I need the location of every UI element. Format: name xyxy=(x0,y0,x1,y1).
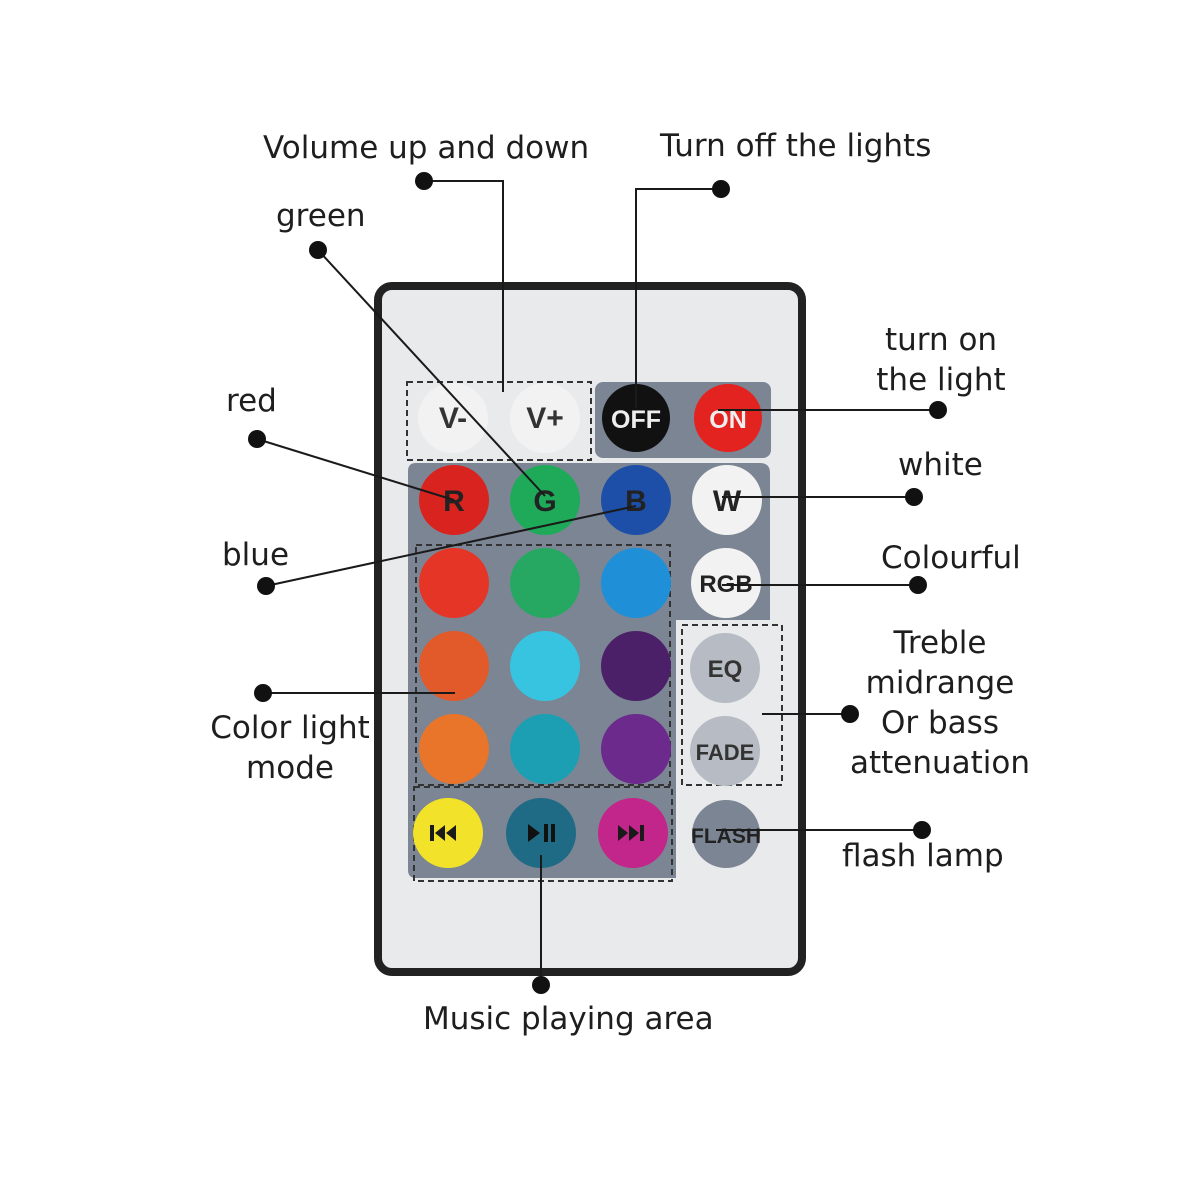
treble-line-1: Treble xyxy=(893,625,987,661)
colourful-callout: Colourful xyxy=(881,540,1021,576)
blue-label: B xyxy=(625,485,647,518)
play-pause-button[interactable] xyxy=(506,798,576,868)
color-mode-line-2: mode xyxy=(246,750,334,786)
green-callout: green xyxy=(276,198,366,234)
skip-next-icon xyxy=(618,825,644,841)
music-dot xyxy=(532,976,550,994)
off-button[interactable] xyxy=(602,384,670,452)
red-dot xyxy=(248,430,266,448)
fade-button[interactable] xyxy=(690,716,760,786)
treble-line-2: midrange xyxy=(865,665,1015,701)
volume-dot xyxy=(415,172,433,190)
red-callout: red xyxy=(226,383,277,419)
turn-on-callout: turn on the light xyxy=(866,320,1016,400)
on-button[interactable] xyxy=(694,384,762,452)
white-button[interactable] xyxy=(692,465,762,535)
volume-callout: Volume up and down xyxy=(263,130,590,166)
color-button-1[interactable] xyxy=(419,548,489,618)
on-dot xyxy=(929,401,947,419)
flash-dot xyxy=(913,821,931,839)
vol-up-button[interactable] xyxy=(510,383,580,453)
green-dot xyxy=(309,241,327,259)
flash-lamp-callout: flash lamp xyxy=(842,838,1004,874)
turn-on-line-2: the light xyxy=(876,362,1006,398)
eq-label: EQ xyxy=(708,656,743,683)
skip-previous-icon xyxy=(430,825,456,841)
color-button-7[interactable] xyxy=(419,714,489,784)
red-label: R xyxy=(443,485,465,518)
green-button[interactable] xyxy=(510,465,580,535)
music-area-callout: Music playing area xyxy=(423,1001,714,1037)
vol-down-button[interactable] xyxy=(418,383,488,453)
blue-dot xyxy=(257,577,275,595)
color-button-4[interactable] xyxy=(419,631,489,701)
fade-label: FADE xyxy=(696,740,755,765)
color-button-8[interactable] xyxy=(510,714,580,784)
white-label: W xyxy=(713,485,742,518)
flash-label: FLASH xyxy=(691,825,761,848)
music-dashed-box xyxy=(413,786,673,882)
eq-button[interactable] xyxy=(690,633,760,703)
volume-dashed-box xyxy=(406,381,592,461)
treble-callout: Treble midrange Or bass attenuation xyxy=(840,623,1040,783)
eq-fade-dot xyxy=(841,705,859,723)
green-leader xyxy=(317,249,546,497)
turn-on-line-1: turn on xyxy=(884,322,998,358)
green-label: G xyxy=(533,485,556,518)
color-mode-line-1: Color light xyxy=(210,710,370,746)
color-button-3[interactable] xyxy=(601,548,671,618)
vol-up-label: V+ xyxy=(526,402,564,435)
off-dot xyxy=(712,180,730,198)
off-label: OFF xyxy=(611,406,661,434)
white-callout: white xyxy=(898,447,983,483)
color-button-2[interactable] xyxy=(510,548,580,618)
rgb-button[interactable] xyxy=(691,548,761,618)
leader-lines xyxy=(256,180,938,985)
volume-leader xyxy=(424,180,504,392)
color-button-5[interactable] xyxy=(510,631,580,701)
color-button-6[interactable] xyxy=(601,631,671,701)
red-leader xyxy=(256,438,455,501)
treble-line-4: attenuation xyxy=(849,745,1031,781)
rgb-dot xyxy=(909,576,927,594)
color-mode-dot xyxy=(254,684,272,702)
treble-line-3: Or bass xyxy=(881,705,999,741)
white-dot xyxy=(905,488,923,506)
play-pause-icon xyxy=(528,824,555,842)
flash-button[interactable] xyxy=(692,800,760,868)
turn-off-callout: Turn off the lights xyxy=(660,128,932,164)
blue-callout: blue xyxy=(222,537,290,573)
main-panel xyxy=(408,463,770,878)
color-mode-callout: Color light mode xyxy=(200,708,380,788)
blue-button[interactable] xyxy=(601,465,671,535)
leader-dots xyxy=(248,172,947,994)
color-button-9[interactable] xyxy=(601,714,671,784)
off-leader xyxy=(635,188,721,408)
blue-leader xyxy=(265,505,637,587)
